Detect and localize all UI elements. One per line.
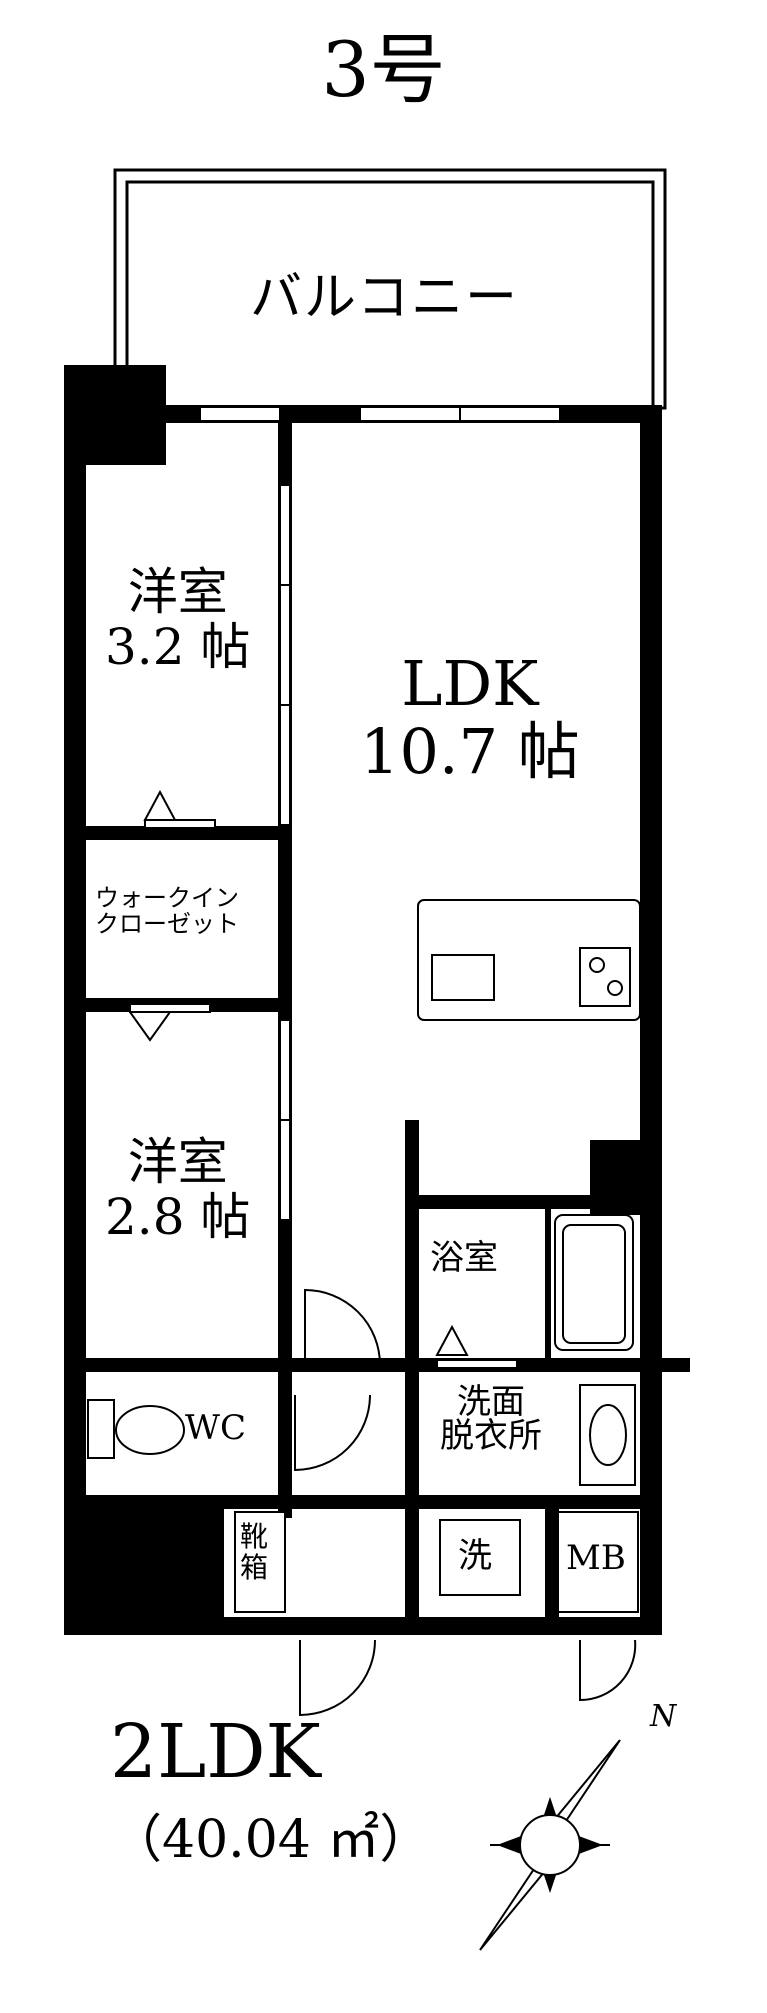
- bathtub: [554, 1214, 634, 1351]
- wc-label: WC: [185, 1408, 246, 1448]
- bathroom-label: 浴室: [430, 1238, 498, 1278]
- western-room-1-size: 3.2 帖: [105, 618, 251, 676]
- ldk-size: 10.7 帖: [360, 715, 580, 789]
- door-swings: [294, 1288, 637, 1717]
- column-bottom-left: [64, 1500, 224, 1635]
- western-room-2-label: 洋室 2.8 帖: [105, 1135, 250, 1245]
- western-room-1-name: 洋室: [127, 563, 228, 621]
- door-markers: [128, 789, 518, 1369]
- walk-in-closet-line2: クローゼット: [95, 910, 239, 939]
- meter-box-label: MB: [566, 1538, 626, 1578]
- meter-box: [557, 1511, 639, 1613]
- ldk-name: LDK: [401, 647, 539, 720]
- toilet: [87, 1399, 185, 1459]
- unit-title: 3号: [321, 25, 446, 114]
- washroom-line2: 脱衣所: [440, 1416, 542, 1456]
- column-top-left: [64, 365, 166, 465]
- western-room-1-label: 洋室 3.2 帖: [105, 565, 250, 675]
- north-label: N: [650, 1699, 677, 1734]
- layout-type: 2LDK: [110, 1709, 321, 1795]
- shoe-box-label: 靴 箱: [240, 1520, 269, 1584]
- western-room-2-name: 洋室: [127, 1133, 228, 1191]
- compass-rose: [479, 1739, 621, 1951]
- western-room-2-size: 2.8 帖: [105, 1188, 251, 1246]
- kitchen-counter: [417, 899, 641, 1021]
- sliding-doors: [279, 484, 291, 1221]
- shoe-box: [234, 1511, 286, 1613]
- shoe-box-line2: 箱: [240, 1550, 269, 1584]
- walk-in-closet-line1: ウォークイン: [95, 884, 239, 912]
- interior-walls: [86, 423, 690, 1620]
- washbasin: [579, 1384, 636, 1486]
- washer-pan: [439, 1519, 521, 1596]
- shoe-box-line1: 靴: [240, 1520, 269, 1553]
- balcony-label: バルコニー: [250, 268, 519, 328]
- floor-area: （40.04 ㎡）: [110, 1810, 432, 1870]
- washroom-label: 洗面 脱衣所: [440, 1385, 542, 1453]
- washer-label: 洗: [458, 1536, 492, 1576]
- top-windows: [199, 406, 561, 422]
- walk-in-closet-label: ウォークイン クローゼット: [95, 885, 239, 938]
- ldk-label: LDK 10.7 帖: [360, 647, 580, 789]
- washroom-line1: 洗面: [457, 1382, 525, 1422]
